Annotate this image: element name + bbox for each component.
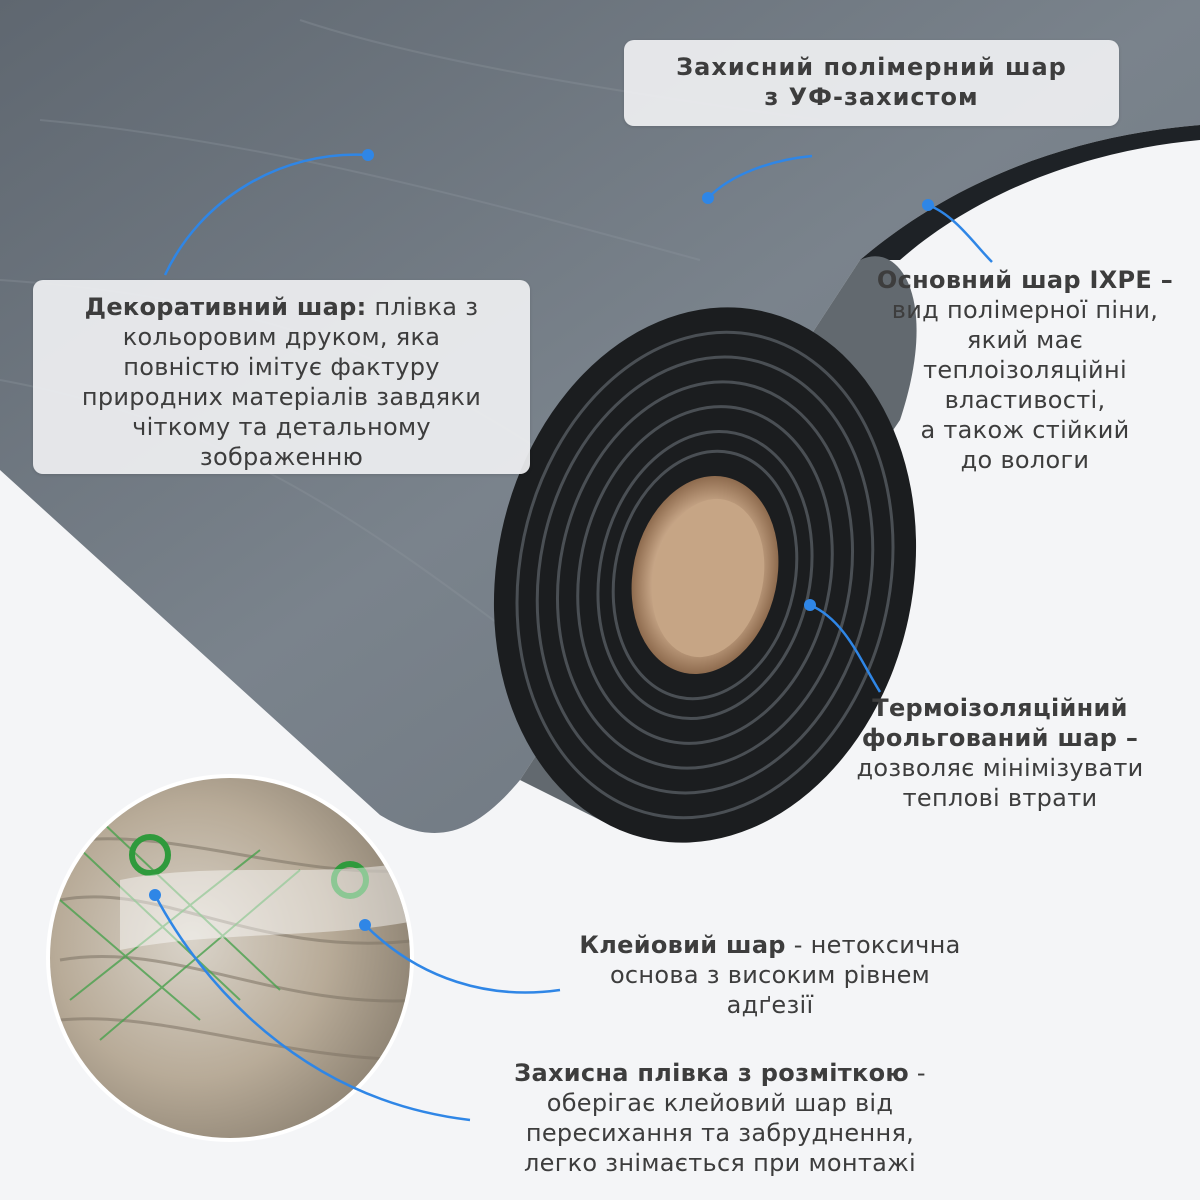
decorative-line2: кольоровим друком, яка xyxy=(122,323,441,351)
callout-line-decorative xyxy=(163,153,369,276)
callout-line-thermal xyxy=(809,603,882,693)
ixpe-line5: властивості, xyxy=(944,386,1106,414)
dot-decorative xyxy=(362,149,374,161)
ixpe-line3: який має xyxy=(966,326,1084,354)
dot-protective xyxy=(702,192,714,204)
sheet-edge xyxy=(860,125,1200,260)
card-protective-polymer xyxy=(624,40,1119,126)
ixpe-line7: до вологи xyxy=(960,446,1090,474)
ixpe-line6: а також стійкий xyxy=(920,416,1130,444)
dot-film xyxy=(149,889,161,901)
decorative-line5: чіткому та детальному xyxy=(132,413,431,441)
film-line4: легко знімається при монтажі xyxy=(523,1149,917,1177)
thermal-title-2: фольгований шар – xyxy=(861,724,1139,752)
closeup-inset xyxy=(46,774,414,1142)
label-ixpe: Основний шар IXPE – вид полімерної піни,… xyxy=(860,265,1190,475)
adhesive-line1: - нетоксична xyxy=(785,931,961,959)
callout-line-adhesive xyxy=(364,924,561,994)
callout-line-protective xyxy=(707,154,813,199)
ixpe-line2: вид полімерної піни, xyxy=(891,296,1159,324)
adhesive-line3: адґезії xyxy=(726,991,814,1019)
decorative-title: Декоративний шар: xyxy=(84,293,367,321)
roll-layers xyxy=(515,330,895,820)
label-decorative: Декоративний шар: плівка з кольоровим др… xyxy=(33,292,530,472)
callout-dots xyxy=(149,149,934,931)
ixpe-line4: теплоізоляційні xyxy=(923,356,1127,384)
protective-polymer-title-1: Захисний полімерний шар xyxy=(676,53,1067,81)
callout-lines xyxy=(153,153,993,1122)
dot-adhesive xyxy=(359,919,371,931)
label-adhesive: Клейовий шар - нетоксична основа з висок… xyxy=(555,930,985,1020)
label-thermal-foil: Термоізоляційний фольгований шар – дозво… xyxy=(830,693,1170,813)
label-protective-polymer: Захисний полімерний шар з УФ-захистом xyxy=(624,52,1119,112)
thermal-line4: теплові втрати xyxy=(902,784,1098,812)
adhesive-line2: основа з високим рівнем xyxy=(609,961,931,989)
film-line3: пересихання та забруднення, xyxy=(525,1119,915,1147)
core-hole xyxy=(651,498,765,658)
dot-ixpe xyxy=(922,199,934,211)
card-decorative xyxy=(33,280,530,474)
decorative-line1: плівка з xyxy=(366,293,479,321)
decorative-line6: зображенню xyxy=(199,443,364,471)
adhesive-title: Клейовий шар xyxy=(579,931,786,959)
dot-thermal xyxy=(804,599,816,611)
film-title: Захисна плівка з розміткою xyxy=(514,1059,909,1087)
decorative-line4: природних матеріалів завдяки xyxy=(81,383,482,411)
thermal-line3: дозволяє мінімізувати xyxy=(856,754,1144,782)
label-protective-film: Захисна плівка з розміткою - оберігає кл… xyxy=(480,1058,960,1178)
film-line1: - xyxy=(909,1059,926,1087)
ixpe-title: Основний шар IXPE – xyxy=(876,266,1174,294)
film-line2: оберігає клейовий шар від xyxy=(546,1089,894,1117)
thermal-title-1: Термоізоляційний xyxy=(872,694,1128,722)
callout-line-film xyxy=(153,894,471,1122)
protective-polymer-title-2: з УФ-захистом xyxy=(764,83,979,111)
decorative-line3: повністю імітує фактуру xyxy=(123,353,440,381)
callout-line-ixpe xyxy=(927,203,993,263)
